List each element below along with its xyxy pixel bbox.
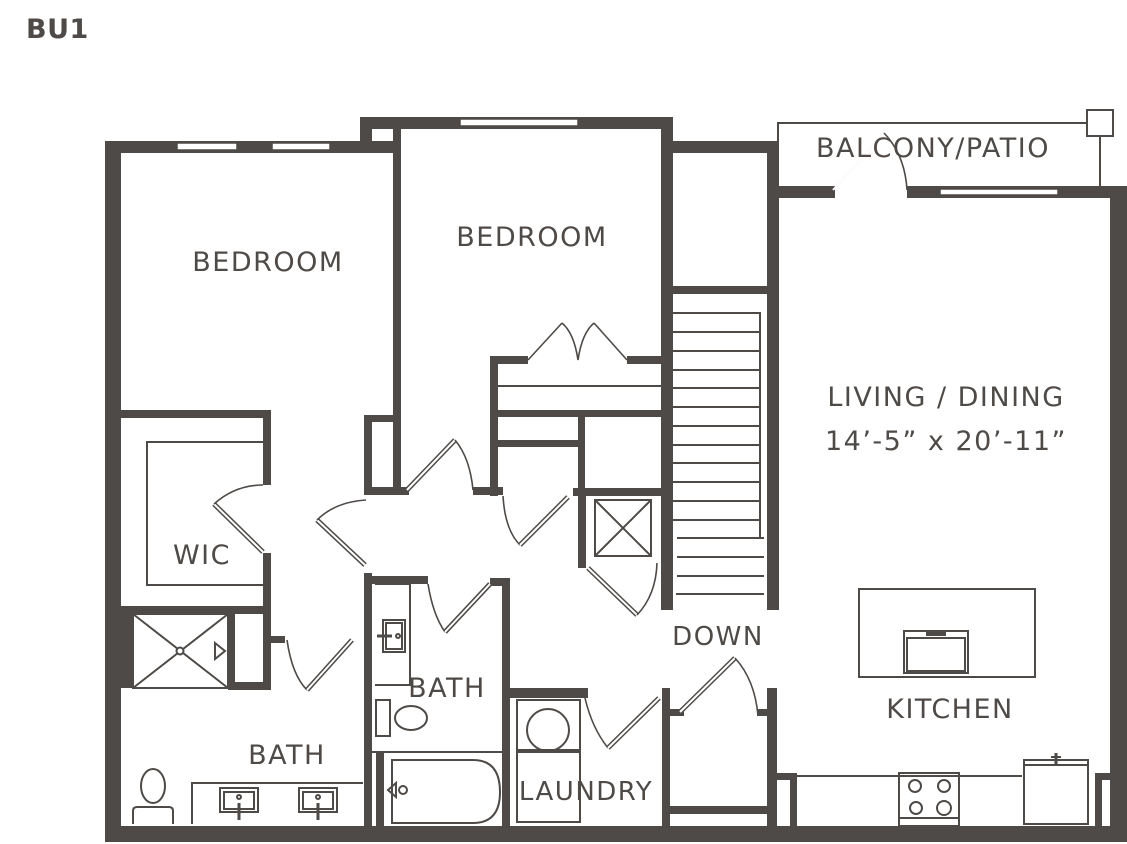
label-stairs-down: DOWN: [672, 622, 764, 652]
primary-bath-door[interactable]: [286, 638, 354, 692]
label-bath-secondary: BATH: [408, 673, 486, 704]
unit-title: BU1: [26, 14, 89, 45]
label-kitchen: KITCHEN: [886, 694, 1014, 725]
hall-closet-walls: [315, 322, 661, 617]
label-bath-primary: BATH: [248, 740, 326, 771]
label-bedroom-2: BEDROOM: [456, 222, 607, 253]
secondary-bath: [364, 573, 510, 826]
kitchen-fixtures: [777, 588, 1110, 827]
exterior-walls: [105, 117, 1127, 842]
staircase: [661, 286, 779, 610]
label-bedroom-1: BEDROOM: [192, 247, 343, 278]
label-living-dining: LIVING / DINING: [827, 382, 1064, 413]
wic-door[interactable]: [212, 484, 265, 554]
label-living-dimensions: 14’-5” x 20’-11”: [825, 426, 1067, 457]
balcony-rail: [777, 109, 1114, 191]
label-laundry: LAUNDRY: [519, 777, 653, 807]
windows: [176, 118, 1059, 196]
label-balcony: BALCONY/PATIO: [816, 133, 1050, 164]
bedroom-1-walls: [121, 128, 401, 690]
laundry: [510, 656, 777, 826]
label-wic: WIC: [173, 540, 231, 571]
primary-bath-fixtures: [132, 768, 363, 824]
